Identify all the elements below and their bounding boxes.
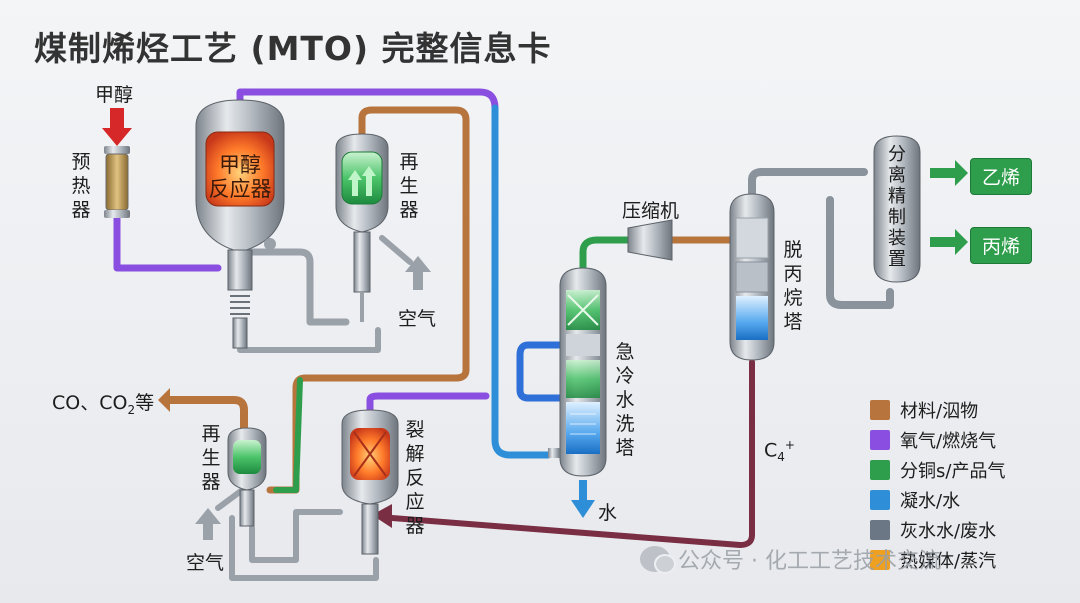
c4-recycle-arrowhead <box>372 504 392 528</box>
legend-label: 材料/泅物 <box>900 401 979 422</box>
legend-label: 分铜s/产品气 <box>900 461 1006 482</box>
pipe-quench-to-compressor <box>579 236 632 279</box>
regenerator-bottom <box>227 427 267 527</box>
depropanizer-label: 脱丙烷塔 <box>783 239 803 333</box>
compressor <box>627 219 673 261</box>
legend-swatch <box>870 520 890 540</box>
legend-item: 凝水/水 <box>870 485 1005 515</box>
pipe-grey-4 <box>249 509 343 563</box>
legend-label: 氧气/燃烧气 <box>900 431 997 452</box>
cracking-reactor <box>341 409 399 555</box>
mto-reactor-label: 甲醇 反应器 <box>208 153 272 201</box>
legend-swatch <box>870 490 890 510</box>
methanol-label: 甲醇 <box>95 84 134 106</box>
regenerator-top-label: 再生器 <box>399 151 419 221</box>
quench-tower <box>548 267 607 477</box>
methanol-feed-arrow <box>102 108 132 146</box>
regenerator-bottom-label: 再生器 <box>201 423 221 493</box>
air-bottom-label: 空气 <box>186 552 225 574</box>
product-propylene: 丙烯 <box>970 227 1033 264</box>
pipe-grey-3 <box>229 515 379 581</box>
flow-arrows <box>102 108 968 540</box>
quench-tower-label: 急冷水洗塔 <box>615 341 635 459</box>
wechat-icon <box>640 546 676 574</box>
air-bottom-arrow <box>195 508 221 540</box>
preheater <box>104 146 130 218</box>
pipe-flue-co-out <box>166 396 248 432</box>
regenerator-top <box>335 133 389 322</box>
page-title: 煤制烯烃工艺 (MTO) 完整信息卡 <box>34 29 552 68</box>
propylene-arrow <box>930 229 968 255</box>
legend-swatch <box>870 460 890 480</box>
separation-unit <box>873 135 921 283</box>
pipe-grey-1 <box>239 248 350 326</box>
legend: 材料/泅物 氧气/燃烧气 分铜s/产品气 凝水/水 灰水水/废水 热媒体/蒸汽 <box>870 395 1005 575</box>
air-top-arrow <box>405 256 431 290</box>
legend-swatch <box>870 550 890 570</box>
legend-item: 氧气/燃烧气 <box>870 425 1005 455</box>
product-ethylene: 乙烯 <box>970 158 1033 195</box>
pipe-grey-2 <box>237 327 381 353</box>
pipe-reactor-top-outlet <box>236 88 499 116</box>
water-out-arrow <box>571 480 595 518</box>
pipe-depropanizer-to-separation <box>748 168 868 204</box>
legend-swatch <box>870 400 890 420</box>
pipe-c4-recycle <box>389 359 755 548</box>
c4-label: C4+ <box>764 438 795 465</box>
legend-label: 灰水水/废水 <box>900 521 997 542</box>
pipe-separation-return <box>826 196 894 309</box>
compressor-label: 压缩机 <box>622 200 680 222</box>
legend-item: 灰水水/废水 <box>870 515 1005 545</box>
pipe-cracking-top <box>366 392 490 416</box>
legend-item: 热媒体/蒸汽 <box>870 545 1005 575</box>
co-co2-label: CO、CO2等 <box>52 392 155 417</box>
legend-label: 热媒体/蒸汽 <box>900 551 997 572</box>
pipe-quench-reflux <box>516 341 569 402</box>
legend-swatch <box>870 430 890 450</box>
pipe-green-loop <box>273 377 303 493</box>
co-out-arrow <box>158 388 170 412</box>
legend-label: 凝水/水 <box>900 491 961 512</box>
separation-label: 分离精制装置 <box>888 144 906 270</box>
pipe-product-to-quench <box>491 104 552 459</box>
pipes <box>113 88 894 581</box>
preheater-label: 预热器 <box>71 151 91 221</box>
watermark: 公众号 · 化工工艺技术交流 <box>640 543 941 575</box>
legend-item: 材料/泅物 <box>870 395 1005 425</box>
legend-item: 分铜s/产品气 <box>870 455 1005 485</box>
watermark-text: 公众号 · 化工工艺技术交流 <box>678 549 941 574</box>
cracking-reactor-label: 裂解反应器 <box>405 419 425 537</box>
water-label: 水 <box>598 502 618 524</box>
air-top-label: 空气 <box>398 308 437 330</box>
depropanizer-tower <box>729 193 775 361</box>
ethylene-arrow <box>930 160 968 186</box>
mto-reactor <box>195 99 285 349</box>
pipe-air-top <box>379 235 413 265</box>
pipe-preheater-to-reactor <box>113 211 222 272</box>
